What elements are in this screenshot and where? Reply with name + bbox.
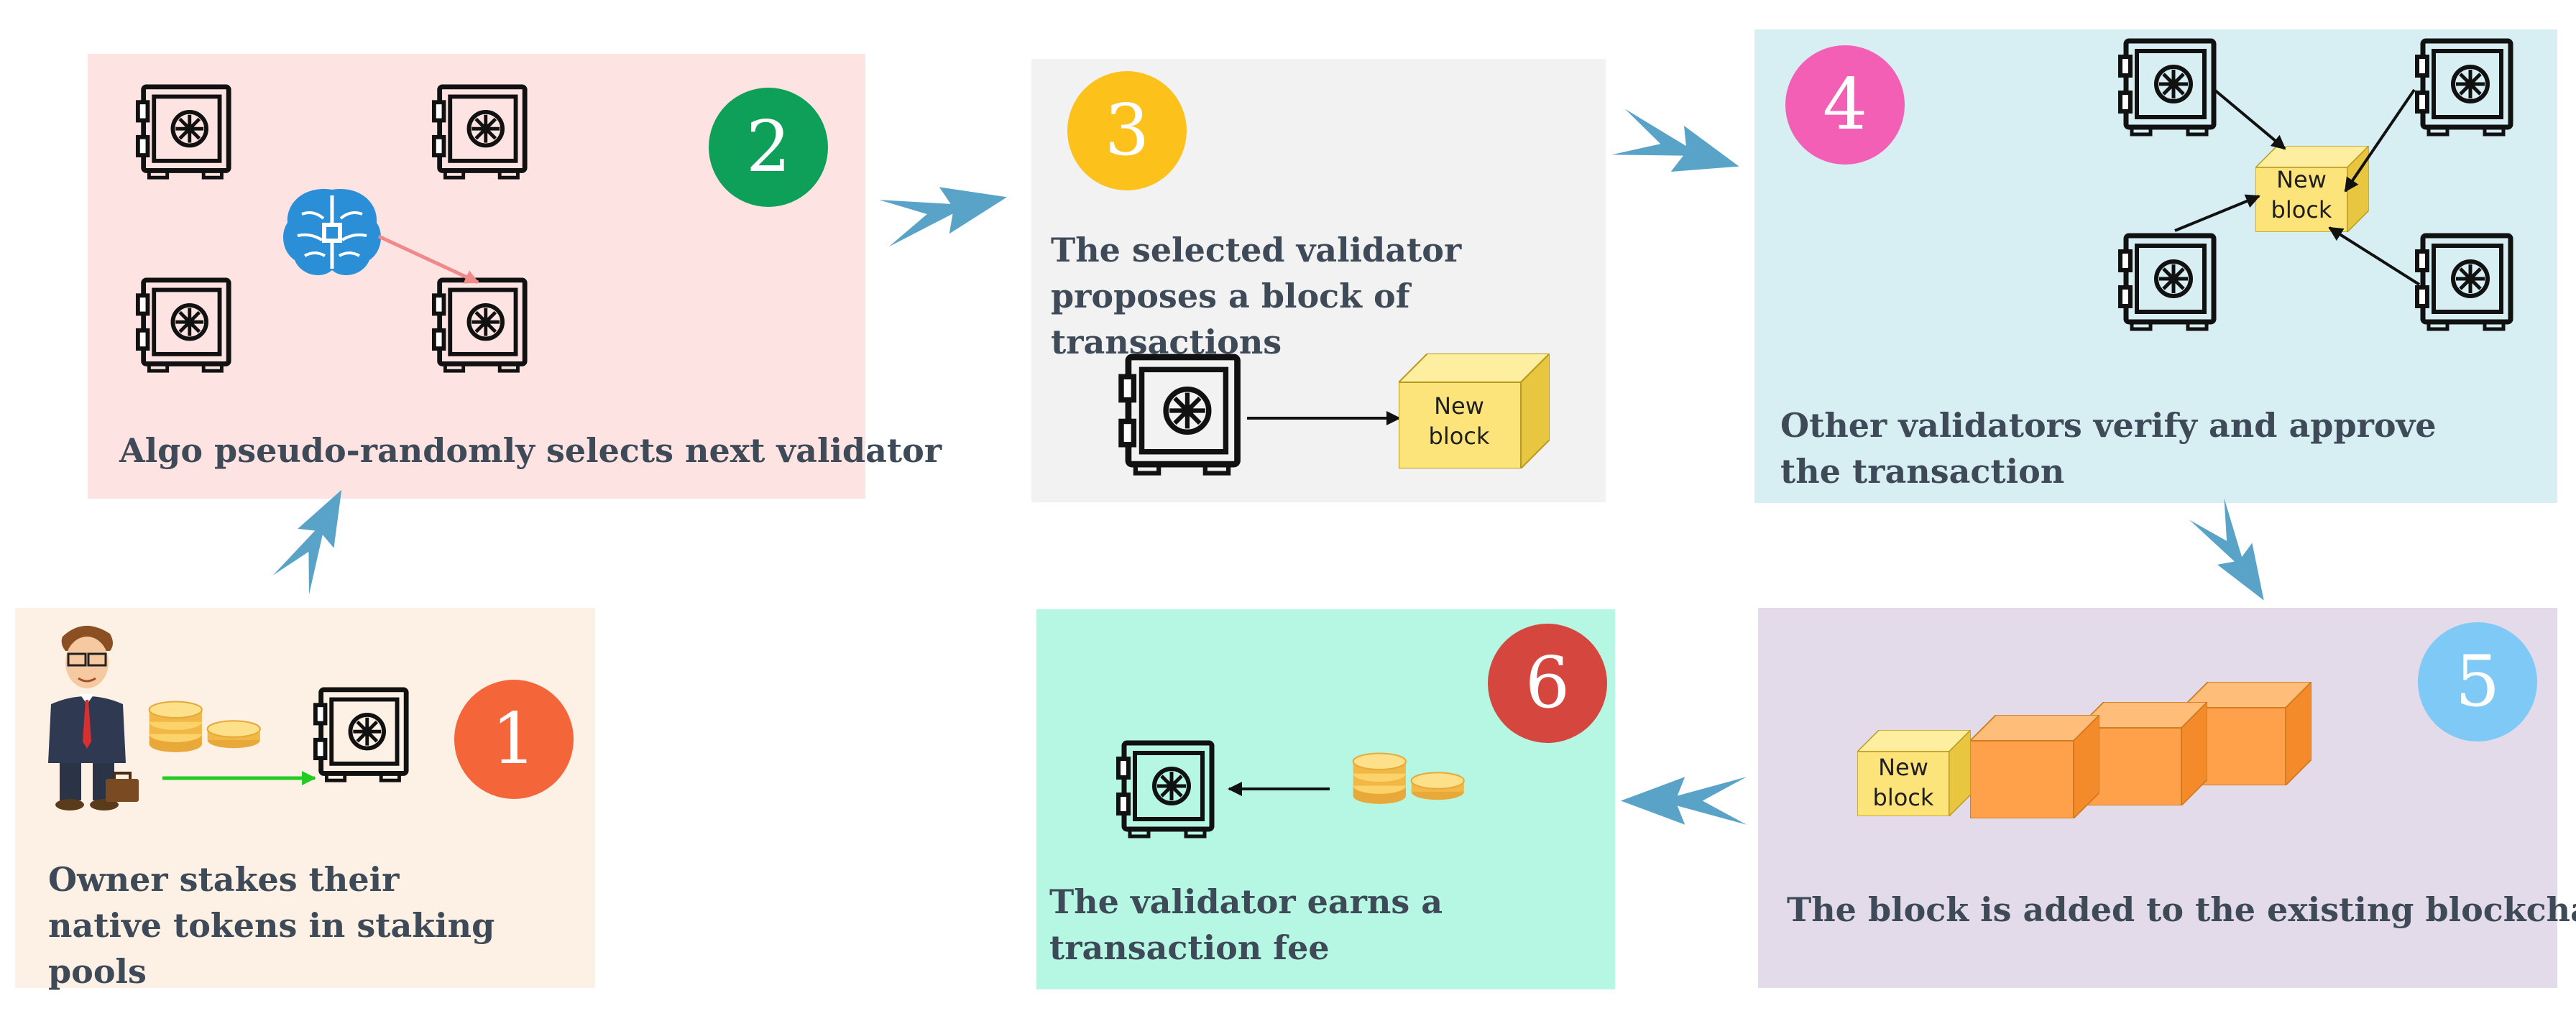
step-1-badge: 1 bbox=[454, 680, 574, 799]
step-5-caption: The block is added to the existing block… bbox=[1787, 890, 2576, 929]
step-2-badge: 2 bbox=[709, 88, 828, 207]
businessman-icon bbox=[48, 625, 126, 810]
step-3-badge: 3 bbox=[1067, 71, 1187, 190]
step-3-panel: 3 The selected validator proposes a bloc… bbox=[1031, 59, 1606, 502]
chain-block-icon bbox=[1970, 713, 2099, 821]
proposal-arrow bbox=[1247, 411, 1401, 425]
flow-arrow-icon bbox=[1608, 96, 1749, 203]
step-6-badge: 6 bbox=[1488, 624, 1607, 743]
step-2-caption: Algo pseudo-randomly selects next valida… bbox=[119, 431, 942, 470]
fee-arrow bbox=[1228, 782, 1330, 796]
briefcase-icon bbox=[106, 772, 139, 802]
flow-arrow-icon bbox=[1621, 763, 1747, 838]
coin-stack-icon bbox=[1344, 749, 1471, 807]
step-6-caption: The validator earns a transaction fee bbox=[1049, 882, 1443, 967]
coin-stack-icon bbox=[140, 698, 267, 755]
safe-vault-icon bbox=[135, 277, 233, 375]
green-transfer-arrow bbox=[162, 771, 316, 785]
safe-vault-icon bbox=[431, 277, 529, 375]
safe-vault-icon bbox=[313, 687, 410, 785]
step-5-badge: 5 bbox=[2418, 622, 2537, 742]
verification-arrows bbox=[2174, 88, 2421, 286]
ai-brain-icon bbox=[283, 189, 381, 276]
safe-vault-icon bbox=[1118, 354, 1243, 479]
step-4-badge: 4 bbox=[1785, 45, 1905, 165]
safe-vault-icon bbox=[431, 84, 529, 182]
selection-arrow bbox=[377, 234, 479, 285]
flow-arrow-icon bbox=[876, 160, 1015, 260]
step-6-panel: 6 The validator earns a transaction fee bbox=[1036, 609, 1615, 989]
safe-vault-icon bbox=[1116, 740, 1216, 841]
safe-vault-icon bbox=[135, 84, 233, 182]
step-1-caption: Owner stakes their native tokens in stak… bbox=[48, 860, 495, 991]
flow-arrow-icon bbox=[2179, 491, 2292, 618]
step-1-panel: 1 Owner stakes their native tokens in st… bbox=[15, 608, 595, 991]
step-2-panel: 2 Algo pseudo-randomly selects next vali… bbox=[88, 54, 942, 499]
step-4-caption: Other validators verify and approve the … bbox=[1780, 406, 2437, 491]
step-3-caption: The selected validator proposes a block … bbox=[1051, 231, 1462, 361]
